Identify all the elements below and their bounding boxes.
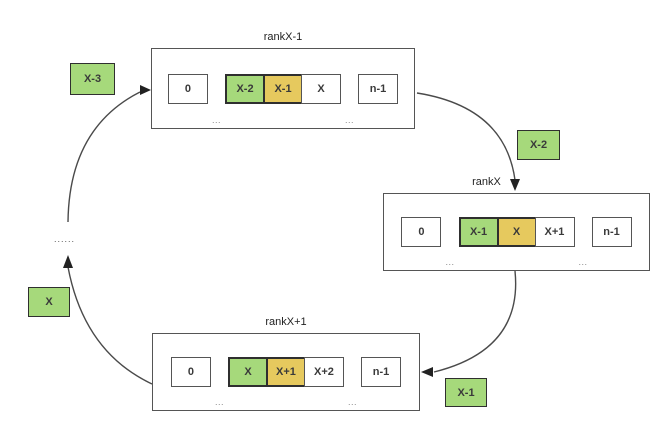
rank-title: rankX xyxy=(472,176,501,188)
inflight-chunk-label: X-1 xyxy=(445,378,487,407)
rank-buffer: 0 ... X-2 X-1 X ... n-1 xyxy=(151,48,415,129)
received-chunk-cell: X xyxy=(228,357,268,387)
inflight-chunk-label: X-3 xyxy=(70,63,115,95)
active-chunk-group: X-1 X X+1 xyxy=(458,217,575,247)
chunk-cell: n-1 xyxy=(591,217,632,247)
active-chunk-group: X-2 X-1 X xyxy=(225,73,341,104)
received-chunk-cell: X-1 xyxy=(458,217,499,247)
chunk-cell: n-1 xyxy=(361,357,402,387)
arrowhead-down-icon xyxy=(510,179,520,191)
chunk-cell: X xyxy=(301,73,341,104)
ellipsis: ... xyxy=(211,115,221,125)
chunk-cell: X+2 xyxy=(304,357,344,387)
arrowhead-up-icon xyxy=(63,255,73,268)
sending-chunk-cell: X-1 xyxy=(263,73,303,104)
rank-buffer: 0 ... X-1 X X+1 ... n-1 xyxy=(383,193,650,271)
ellipsis: ... xyxy=(578,257,588,267)
ellipsis: ... xyxy=(214,397,224,407)
more-ranks-ellipsis: ...... xyxy=(54,234,76,244)
sending-chunk-cell: X xyxy=(496,217,537,247)
arrowhead-right-icon xyxy=(140,85,151,95)
arrow-rankx-to-rankx+1 xyxy=(433,270,517,373)
ellipsis: ... xyxy=(445,257,455,267)
inflight-chunk-label: X-2 xyxy=(517,130,560,160)
arrow-to-rankx-1 xyxy=(67,91,141,223)
rank-title: rankX-1 xyxy=(263,31,303,43)
ellipsis: ... xyxy=(345,115,355,125)
ellipsis: ... xyxy=(348,397,358,407)
arrow-rankx+1-up xyxy=(67,266,153,385)
sending-chunk-cell: X+1 xyxy=(266,357,306,387)
inflight-chunk-label: X xyxy=(28,287,70,317)
arrow-rankx-1-to-rankx xyxy=(416,92,516,181)
arrowhead-left-icon xyxy=(421,367,433,377)
chunk-cell: n-1 xyxy=(358,73,399,104)
rank-node-rankx+1: rankX+1 0 ... X X+1 X+2 ... n-1 xyxy=(152,315,420,411)
chunk-cell: X+1 xyxy=(534,217,575,247)
active-chunk-group: X X+1 X+2 xyxy=(228,357,344,387)
received-chunk-cell: X-2 xyxy=(225,73,265,104)
rank-title: rankX+1 xyxy=(265,316,307,328)
rank-buffer: 0 ... X X+1 X+2 ... n-1 xyxy=(152,333,420,411)
chunk-cell: 0 xyxy=(401,217,442,247)
chunk-cell: 0 xyxy=(170,357,211,387)
rank-node-rankx: rankX 0 ... X-1 X X+1 ... n-1 xyxy=(383,175,650,271)
rank-node-rankx-1: rankX-1 0 ... X-2 X-1 X ... n-1 xyxy=(151,30,415,129)
chunk-cell: 0 xyxy=(167,73,208,104)
